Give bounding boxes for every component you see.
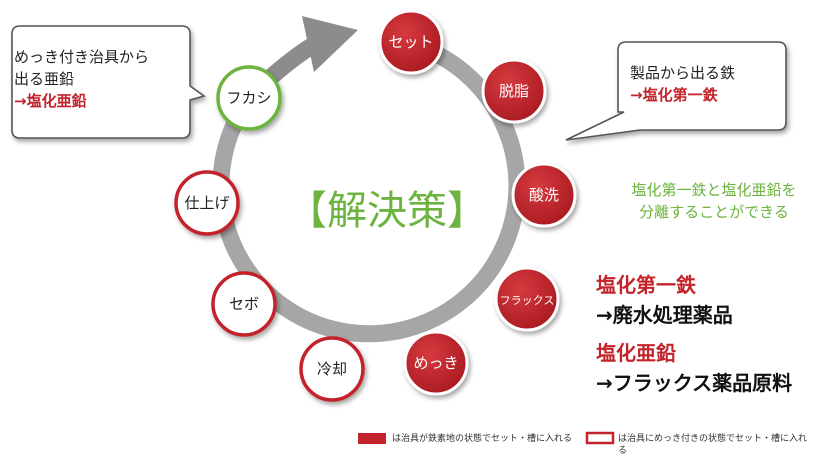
process-node-label: 脱脂 [499,82,529,100]
green-note-line1: 塩化第一鉄と塩化亜鉛を [631,181,797,199]
green-note: 塩化第一鉄と塩化亜鉛を 分離することができる [616,179,812,223]
process-node-7: セボ [211,271,277,337]
process-node-circle [494,266,560,332]
process-node-9: フカシ [216,65,282,131]
callout-left-bubble [11,25,206,139]
cycle-arrowhead [302,16,358,72]
process-node-label: 酸洗 [529,186,559,204]
process-node-circle [211,271,277,337]
process-node-1: セット [378,9,444,75]
legend-outline-text: は治具にめっき付きの状態でセット・槽に入れる [618,434,808,456]
callout-left-text: めっき付き治具から 出る亜鉛 →塩化亜鉛 [14,46,184,112]
legend-filled-text: は治具が鉄素地の状態でセット・槽に入れる [392,434,573,444]
callout-left-line2: 出る亜鉛 [14,70,75,88]
result-2-body: →フラックス薬品原料 [596,371,793,395]
process-node-label: 仕上げ [184,194,229,212]
process-node-circle [216,65,282,131]
process-node-4: フラックス [494,266,560,332]
callout-right-line2: →塩化第一鉄 [630,86,718,104]
process-node-circle [511,162,577,228]
process-node-label: 冷却 [317,360,347,378]
result-1-heading: 塩化第一鉄 [596,273,696,297]
legend-outline-swatch [585,431,615,445]
callout-right-bubble [565,41,787,141]
process-node-5: めっき [403,330,469,396]
result-1-body: →廃水処理薬品 [596,303,733,327]
process-node-circle [299,336,365,402]
process-node-label: セット [388,33,433,51]
center-title: 【解決策】 [287,188,487,234]
process-node-8: 仕上げ [174,170,240,236]
legend-filled-swatch [358,433,386,444]
process-node-label: フカシ [226,89,271,107]
callout-left-line1: めっき付き治具から [14,48,150,66]
process-node-circle [481,58,547,124]
process-node-label: フラックス [500,294,555,307]
callout-right-text: 製品から出る鉄 →塩化第一鉄 [630,62,780,106]
callout-right-line1: 製品から出る鉄 [630,64,736,82]
process-node-label: めっき [413,354,458,372]
process-node-circle [378,9,444,75]
process-node-6: 冷却 [299,336,365,402]
callout-left-line3: →塩化亜鉛 [14,92,87,110]
process-node-3: 酸洗 [511,162,577,228]
process-node-circle [174,170,240,236]
green-note-line2: 分離することができる [639,203,789,221]
result-2-heading: 塩化亜鉛 [596,341,676,365]
process-node-label: セボ [229,295,259,313]
process-node-circle [403,330,469,396]
process-node-2: 脱脂 [481,58,547,124]
